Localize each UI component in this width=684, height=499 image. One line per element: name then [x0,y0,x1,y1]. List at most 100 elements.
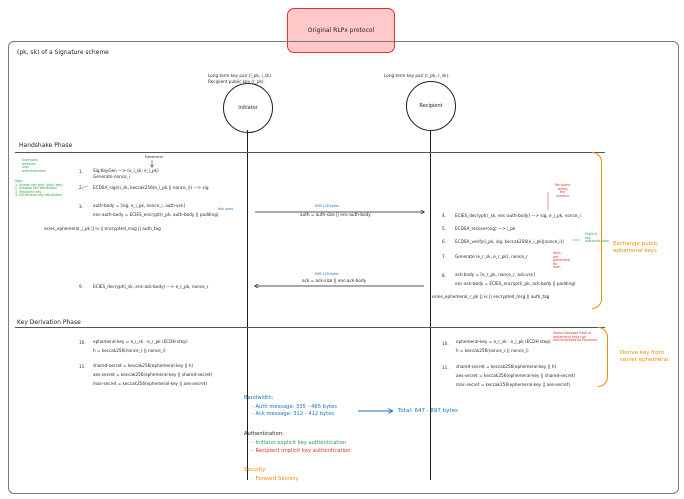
diagram-title: Original RLPx protocol [307,27,375,34]
i11-mac-secret: mac-secret = keccak256(ephemeral-key || … [93,381,207,386]
step3-auth-body: auth-body = [sig, e_i_pk, nonce_i, auth-… [93,203,186,208]
right-red-note: Recipient learns the Initiator [555,183,571,198]
right-red-note-line: Initiator [556,193,570,198]
step-number: 4. [442,213,446,218]
step6-verify: ECDSA_verify(i_pk, sig, keccak256(e_i_pk… [455,239,564,244]
kdf-red-note-line: ephemeral keys not [553,334,586,339]
initiator-key-note-2: Recipient public key (r_pk). [208,79,265,84]
recipient-auth: - Recipient implicit key authentication [252,448,351,454]
brace-label-line: Exchange public [613,241,659,247]
frame-title: (pk, sk) of a Signature scheme [17,49,109,56]
msg2-label: ack = ack-size || enc-ack-body [302,278,367,283]
right-green-note: Explicit key authentication [585,232,609,244]
left-green-note-line: user [22,165,30,170]
step-number: 1. [79,169,83,174]
step-number: 7. [442,254,446,259]
i11-shared-secret: shared-secret = keccak256(ephemeral-key … [93,363,194,368]
left-green-list: Sigs: 1. Known key pair (Auth key) 2. In… [15,179,63,198]
right-green-note-line: authentication [585,239,609,243]
step-number: 10. [442,341,449,346]
i10-hash: h = keccak256(nonce_r || nonce_i) [93,348,166,353]
initiator-lifeline [247,130,248,480]
right-red-note-2-line: for [553,261,558,266]
step9-decrypt: ECIES_decrypt(i_sk, enc-ack-body) —> e_r… [93,284,209,289]
kdf-separator [15,327,605,328]
brace-label-line: ephemeral keys [613,248,657,254]
r11-aes-secret: aes-secret = keccak256(ephemeral-key || … [456,373,576,378]
kdf-red-note: Same message hash or ephemeral keys not … [553,331,598,343]
ack-message-size: - Ack message: 312 - 412 bytes [252,411,335,417]
handshake-brace [592,152,602,309]
step-number: 10. [79,340,86,345]
auth-message-size: - Auth message: 335 - 485 bytes [252,404,337,410]
right-red-note-2-line: Keys [553,251,561,255]
right-green-note-line: Explicit [585,232,597,236]
kdf-brace [598,327,608,387]
ephemeral-label: Ephemeral [145,155,163,159]
title-box: Original RLPx protocol [287,8,395,53]
bandwidth-title: Bandwidth: [244,395,274,401]
step-number: 9. [79,284,83,289]
kdf-brace-label: Derive key from secret ephemeral [620,350,668,364]
left-green-note: Everyone deduces user authentication [22,158,46,173]
step8-ack-body: ack-body = [e_r_pk, nonce_r, ack-vsn] [455,272,536,277]
step8-ecies-format: ecies_ephemeral_r_pk || iv || encrypted_… [432,294,550,299]
i10-ephemeral-key: ephemeral-key = e_i_sk · e_r_pk (ECDH st… [93,339,188,344]
msg1-label: auth = auth-size || enc-auth-body [300,212,371,217]
initiator-node: Initiator [223,83,273,133]
green-pointer [81,185,89,191]
step2-sign: ECDSA_sign(i_sk, keccak256(e_i_pk || non… [93,185,209,190]
right-red-note-line: Recipient [555,183,571,187]
handshake-brace-label: Exchange public ephemeral keys [613,241,658,255]
right-green-note-line: key [585,235,591,240]
recipient-key-note: Long term key pair (r_pk, r_sk). [384,73,450,78]
step-number: 11. [79,364,86,369]
step4-decrypt: ECIES_decrypt(r_sk, enc-auth-body) —> si… [455,213,581,218]
left-green-note-line: Everyone [22,158,38,162]
r11-mac-secret: mac-secret = keccak256(ephemeral-key || … [456,382,570,387]
left-green-note-line: authentication [22,168,46,173]
step1-nonce: Generate nonce_i [93,174,130,179]
step-number: 8. [442,273,446,278]
initiator-label: Initiator [238,105,258,111]
r11-shared-secret: shared-secret = keccak256(ephemeral-key … [456,364,557,369]
r10-hash: h = keccak256(nonce_r || nonce_i) [456,348,529,353]
total-size: Total: 647 - 897 bytes [398,408,458,414]
left-green-list-item: 4. Ephemeral key attribution [15,193,63,198]
left-green-list-item: Sigs: [15,179,23,183]
step-number: 5. [442,226,446,231]
brace-label-line: secret ephemeral [620,357,669,363]
forward-secrecy: - Forward Secrecy [252,476,299,482]
step-number: 3. [79,204,83,209]
right-red-note-line: the [559,190,566,194]
left-green-list-item: 2. Initiator key attribution [15,186,58,191]
step3-note: Not used [218,207,233,211]
step-number: 2. [79,185,83,190]
left-green-note-line: deduces [22,161,36,166]
outer-frame [8,41,679,494]
recipient-lifeline [430,130,431,480]
authentication-title: Authentication: [244,431,284,437]
step-number: 11. [442,365,449,370]
msg2-size: 65B 128 bytes [315,272,339,276]
brace-label-line: Derive key from [620,350,664,356]
recipient-node: Recipient [406,81,456,131]
left-green-list-item: 3. Recipient key [15,189,42,194]
right-red-note-2-line: are [553,254,559,259]
kdf-title: Key Derivation Phase [17,319,81,326]
right-red-note-2-line: auth [553,265,561,269]
kdf-red-note-line: Same message hash or [553,331,592,335]
initiator-key-note-1: Long term key pair (i_pk, i_sk). [208,73,273,78]
right-red-note-line: learns [557,186,568,191]
right-red-note-2: Keys are generated for auth [553,251,570,270]
step3-enc-auth-body: enc-auth-body = ECIES_encrypt(r_pk, auth… [93,212,219,217]
security-title: Security: [244,467,267,473]
msg1-size: 65B 128 bytes [315,204,339,208]
step-number: 6. [442,239,446,244]
handshake-separator [15,152,605,153]
step3-ecies-format: ecies_ephemeral_i_pk || iv || encrypted_… [44,226,161,231]
left-green-list-item: 1. Known key pair (Auth key) [15,182,63,187]
step5-recover: ECDSA_recover(sig) —> i_pk [455,226,516,231]
i11-aes-secret: aes-secret = keccak256(ephemeral-key || … [93,372,213,377]
